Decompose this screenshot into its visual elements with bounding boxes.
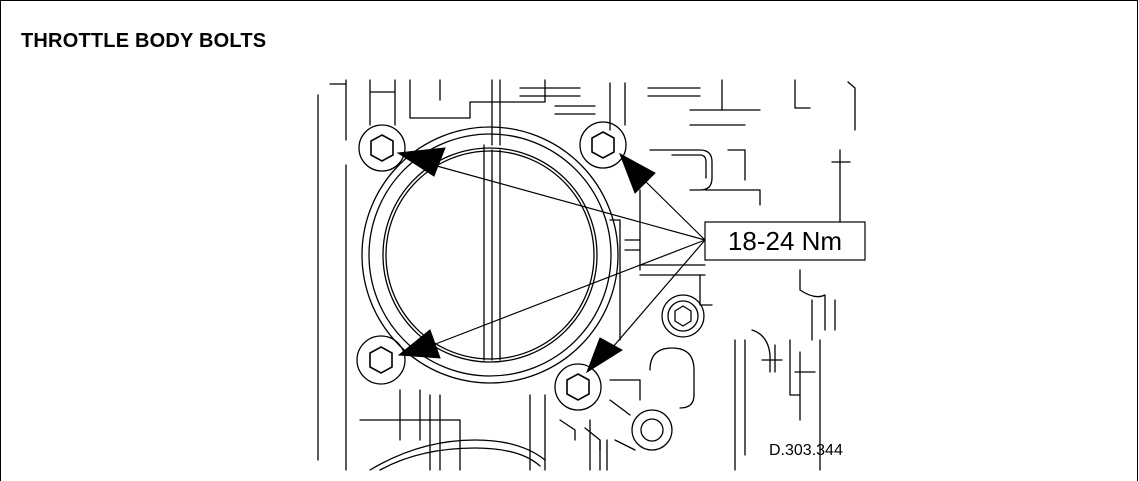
bolt-top-right xyxy=(591,131,615,159)
bolt-top-left xyxy=(370,134,394,162)
bolt-bottom-left xyxy=(369,346,393,374)
arrow-bottom-right xyxy=(585,337,623,374)
leader-line-bottom-right xyxy=(599,239,706,363)
figure-reference: D.303.344 xyxy=(769,442,843,459)
leader-line-bottom-left xyxy=(419,239,706,351)
arrowheads xyxy=(396,147,656,374)
bolt-bottom-right xyxy=(566,373,590,401)
torque-callout-box xyxy=(704,221,866,261)
page-title: THROTTLE BODY BOLTS xyxy=(21,30,267,52)
arrow-top-right xyxy=(619,152,656,194)
bolt-group xyxy=(369,131,615,401)
engine-outline xyxy=(317,79,856,471)
leader-line-top-right xyxy=(639,175,706,241)
leader-line-top-left xyxy=(414,159,706,241)
leader-lines xyxy=(414,159,706,363)
arrow-bottom-left xyxy=(397,329,441,359)
torque-value: 18-24 Nm xyxy=(728,226,842,256)
arrow-top-left xyxy=(396,147,446,177)
